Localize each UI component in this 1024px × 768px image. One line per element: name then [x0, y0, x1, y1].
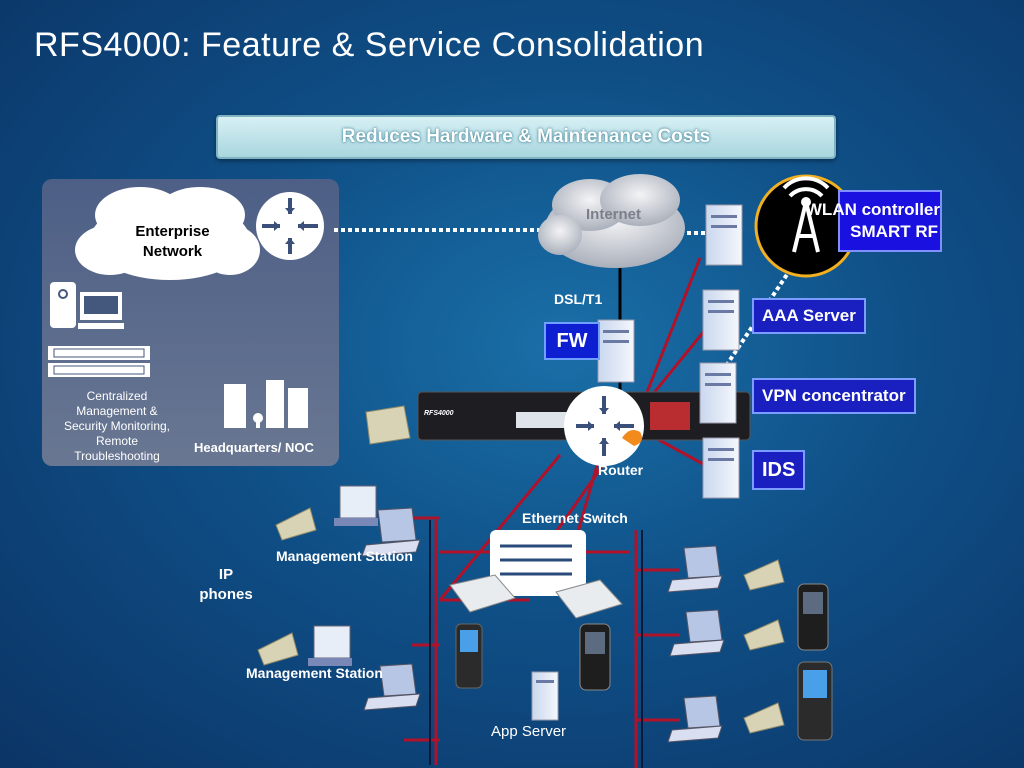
enterprise-cloud-icon	[75, 187, 260, 280]
headquarters-buildings-icon	[224, 380, 308, 428]
monitoring-line: Management &	[76, 404, 158, 418]
wlan-server-icon	[705, 204, 743, 266]
ip-phone-icon	[275, 507, 317, 541]
desktop-station-icon	[334, 485, 378, 526]
page-title: RFS4000: Feature & Service Consolidation	[34, 26, 705, 64]
ip-phone-icon	[743, 619, 785, 651]
router-icon	[564, 386, 644, 466]
smart-rf-label: SMART RF	[850, 222, 938, 241]
ip-phone-icon	[257, 632, 299, 666]
hq-router-icon	[256, 192, 324, 260]
mobile-computer-icon	[455, 623, 483, 689]
wireless-antenna-icon	[754, 174, 858, 278]
laptop-icon	[361, 507, 421, 557]
monitoring-line: Centralized	[86, 389, 148, 403]
dsl-t1-label: DSL/T1	[554, 291, 603, 307]
management-computer-icon	[50, 282, 124, 329]
ip-phone-icon	[743, 702, 785, 734]
mobile-computer-icon	[797, 661, 833, 741]
router-label: Router	[598, 462, 644, 478]
cost-banner: Reduces Hardware & Maintenance Costs	[216, 115, 836, 159]
aaa-server-icon	[702, 289, 740, 351]
enterprise-network-label: Enterprise Network	[120, 222, 225, 262]
fw-label: FW	[544, 322, 600, 360]
vpn-concentrator-label: VPN concentrator	[752, 378, 916, 414]
app-server-label: App Server	[491, 723, 567, 740]
mobile-phone-icon	[797, 583, 829, 651]
wlan-controller-box: WLAN controller SMART RF	[806, 190, 942, 252]
desktop-station-icon	[308, 625, 352, 666]
monitoring-line: Troubleshooting	[74, 449, 160, 463]
laptop-icon	[669, 609, 725, 657]
aaa-server-label: AAA Server	[752, 298, 866, 334]
monitoring-description: Centralized Management & Security Monito…	[52, 389, 182, 464]
laptop-icon	[667, 695, 723, 743]
ip-phones-label: IP phones	[199, 566, 253, 603]
mobile-phone-icon	[579, 623, 611, 691]
gateway-icon	[365, 405, 411, 445]
access-point-icon	[449, 574, 516, 613]
headquarters-noc-label: Headquarters/ NOC	[194, 440, 314, 455]
internet-label: Internet	[586, 206, 642, 223]
rack-server-icon	[48, 346, 150, 377]
ethernet-switch-label: Ethernet Switch	[522, 510, 628, 526]
enterprise-label: Enterprise	[135, 223, 210, 240]
ids-label: IDS	[752, 450, 806, 490]
vpn-server-icon	[699, 362, 737, 424]
management-station-label: Management Station	[276, 548, 413, 564]
ip-phone-icon	[743, 559, 785, 591]
device-series-label: RFS4000	[424, 410, 454, 417]
network-label: Network	[142, 243, 203, 260]
ethernet-switch-icon	[490, 530, 586, 596]
monitoring-line: Remote	[95, 434, 139, 448]
internet-cloud-icon	[538, 174, 685, 268]
laptop-icon	[363, 663, 421, 711]
laptop-icon	[667, 545, 723, 593]
wlan-controller-label: WLAN controller	[805, 200, 940, 219]
management-station-label: Management Station	[246, 665, 383, 681]
monitoring-line: Security Monitoring,	[63, 419, 171, 433]
app-server-icon	[531, 671, 559, 721]
access-point-icon	[555, 579, 623, 619]
fw-server-icon	[597, 319, 635, 383]
ids-server-icon	[702, 437, 740, 499]
